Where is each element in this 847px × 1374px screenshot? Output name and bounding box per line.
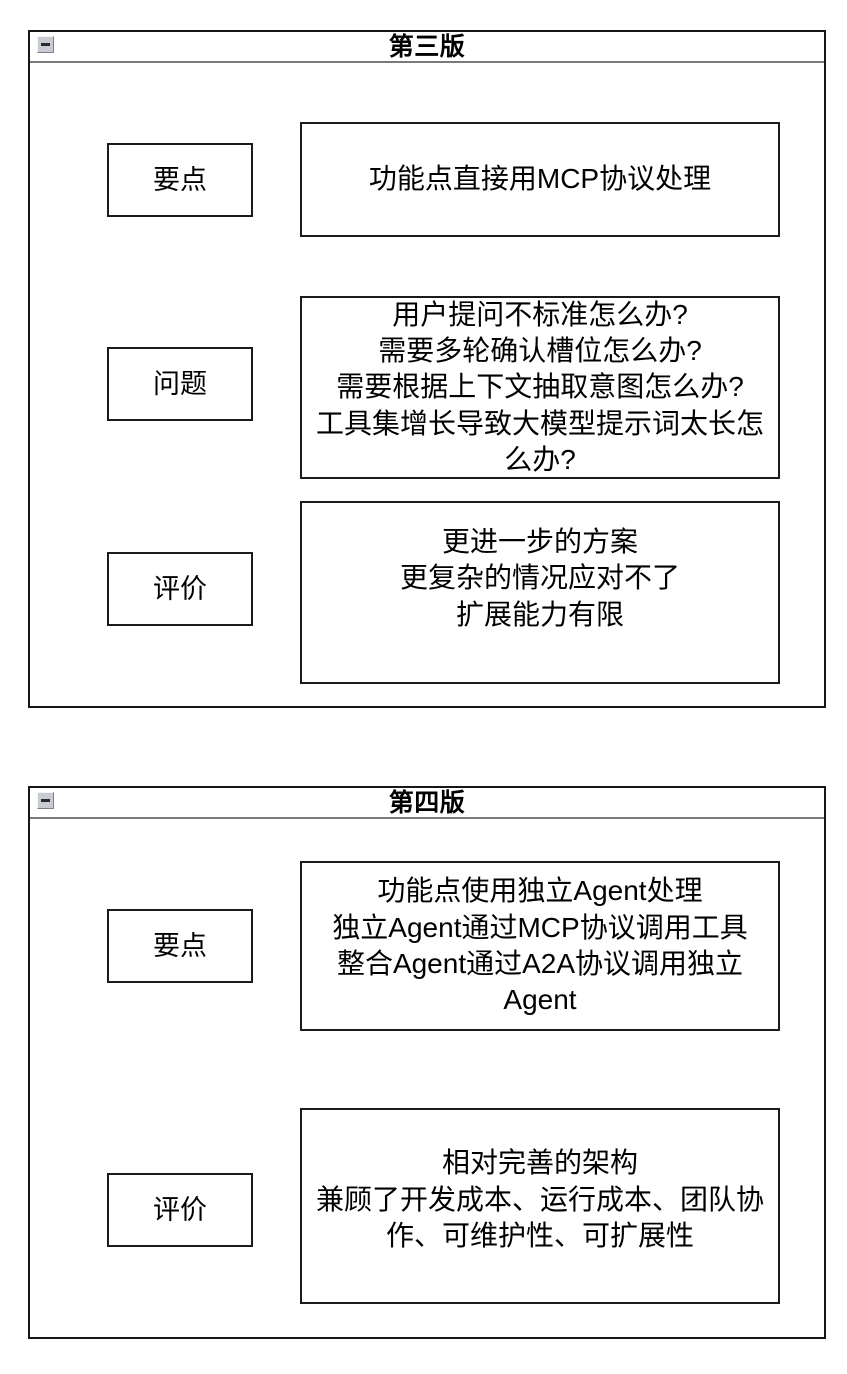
panel-title: 第四版: [388, 789, 466, 817]
row-label-key-points: 要点: [107, 143, 253, 217]
row-content-key-points: 功能点使用独立Agent处理 独立Agent通过MCP协议调用工具 整合Agen…: [300, 861, 780, 1031]
row-content-text: 用户提问不标准怎么办? 需要多轮确认槽位怎么办? 需要根据上下文抽取意图怎么办?…: [315, 298, 764, 476]
panel-body: 要点 功能点使用独立Agent处理 独立Agent通过MCP协议调用工具 整合A…: [30, 819, 824, 1337]
panel-body: 要点 功能点直接用MCP协议处理 问题 用户提问不标准怎么办? 需要多轮确认槽位…: [30, 63, 824, 706]
row-content-key-points: 功能点直接用MCP协议处理: [300, 122, 780, 237]
panel-version-3: 第三版 要点 功能点直接用MCP协议处理 问题 用户提问不标准怎么办? 需要多轮…: [28, 30, 826, 708]
row-content-evaluation: 相对完善的架构 兼顾了开发成本、运行成本、团队协作、可维护性、可扩展性: [300, 1108, 780, 1304]
row-label-evaluation: 评价: [107, 552, 253, 626]
row-content-evaluation: 更进一步的方案 更复杂的情况应对不了 扩展能力有限: [300, 501, 780, 684]
panel-version-4: 第四版 要点 功能点使用独立Agent处理 独立Agent通过MCP协议调用工具…: [28, 786, 826, 1339]
row-content-text: 更进一步的方案 更复杂的情况应对不了 扩展能力有限: [399, 525, 680, 630]
panel-titlebar: 第四版: [30, 788, 824, 819]
minimize-icon[interactable]: [37, 792, 54, 809]
row-content-problems: 用户提问不标准怎么办? 需要多轮确认槽位怎么办? 需要根据上下文抽取意图怎么办?…: [300, 296, 780, 479]
row-label-evaluation: 评价: [107, 1173, 253, 1247]
panel-title: 第三版: [388, 33, 466, 61]
row-content-text: 功能点使用独立Agent处理 独立Agent通过MCP协议调用工具 整合Agen…: [332, 875, 748, 1016]
row-content-text: 相对完善的架构 兼顾了开发成本、运行成本、团队协作、可维护性、可扩展性: [315, 1147, 764, 1252]
row-label-key-points: 要点: [107, 909, 253, 983]
panel-titlebar: 第三版: [30, 32, 824, 63]
row-content-text: 功能点直接用MCP协议处理: [368, 163, 712, 195]
row-label-problems: 问题: [107, 347, 253, 421]
minimize-icon[interactable]: [37, 36, 54, 53]
